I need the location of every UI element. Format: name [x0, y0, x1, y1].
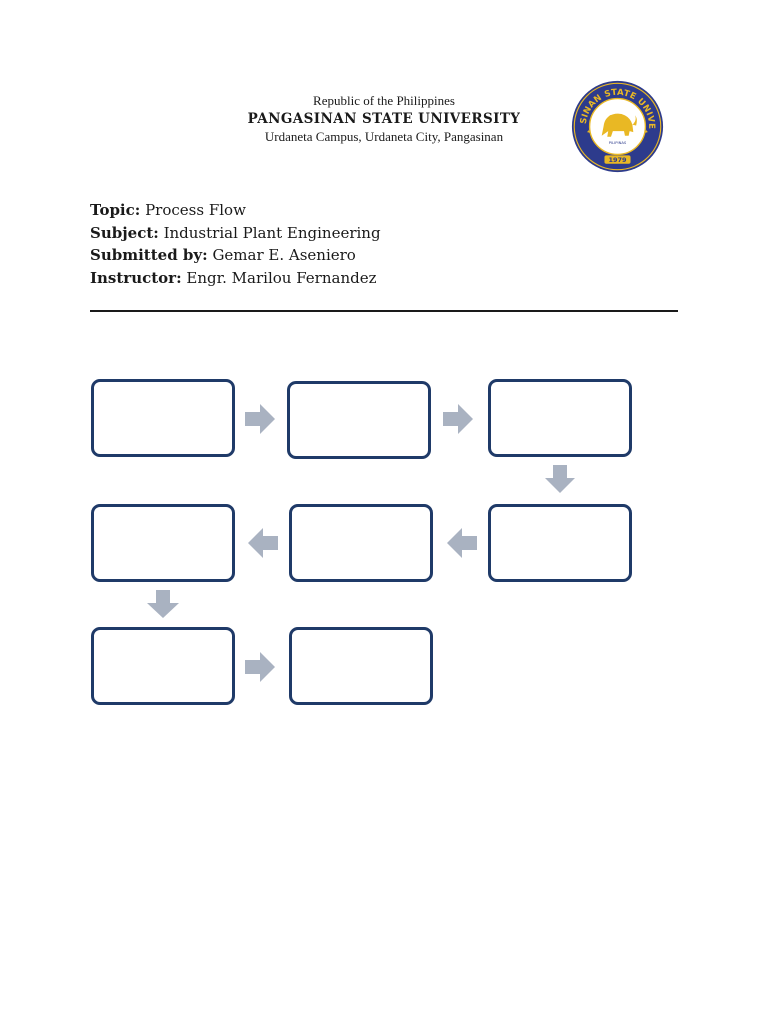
process-step-box — [91, 379, 235, 457]
instructor-row: Instructor: Engr. Marilou Fernandez — [90, 267, 381, 290]
topic-value: Process Flow — [145, 201, 246, 219]
arrow-down-icon — [545, 465, 575, 493]
document-info: Topic: Process Flow Subject: Industrial … — [90, 199, 381, 289]
university-seal-icon: PANGASINAN STATE UNIVERSITY ★ ★ PILIPINA… — [567, 73, 664, 173]
process-step-box — [91, 504, 235, 582]
process-step-box — [488, 379, 632, 457]
campus-line: Urdaneta Campus, Urdaneta City, Pangasin… — [264, 129, 504, 144]
arrow-left-icon — [447, 528, 477, 558]
submitted-value: Gemar E. Aseniero — [212, 246, 356, 264]
instructor-label: Instructor: — [90, 268, 182, 287]
submitted-label: Submitted by: — [90, 246, 208, 264]
subject-label: Subject: — [90, 223, 159, 242]
process-step-box — [287, 381, 431, 459]
process-step-box — [289, 504, 433, 582]
arrow-right-icon — [245, 652, 275, 682]
seal-year: 1979 — [608, 156, 627, 164]
process-step-box — [289, 627, 433, 705]
university-name: PANGASINAN STATE UNIVERSITY — [247, 111, 521, 127]
seal-inner-text: PILIPINAS — [609, 141, 627, 145]
header-divider — [90, 310, 678, 312]
subject-row: Subject: Industrial Plant Engineering — [90, 222, 381, 245]
svg-text:★: ★ — [644, 129, 649, 135]
arrow-down-icon — [147, 590, 179, 618]
topic-label: Topic: — [90, 201, 141, 219]
instructor-value: Engr. Marilou Fernandez — [186, 268, 377, 287]
submitted-row: Submitted by: Gemar E. Aseniero — [90, 244, 381, 267]
svg-text:★: ★ — [587, 129, 592, 135]
arrow-right-icon — [443, 404, 473, 434]
process-step-box — [488, 504, 632, 582]
arrow-right-icon — [245, 404, 275, 434]
topic-row: Topic: Process Flow — [90, 199, 381, 222]
subject-value: Industrial Plant Engineering — [163, 223, 381, 242]
process-step-box — [91, 627, 235, 705]
arrow-left-icon — [248, 528, 278, 558]
republic-line: Republic of the Philippines — [313, 93, 455, 108]
